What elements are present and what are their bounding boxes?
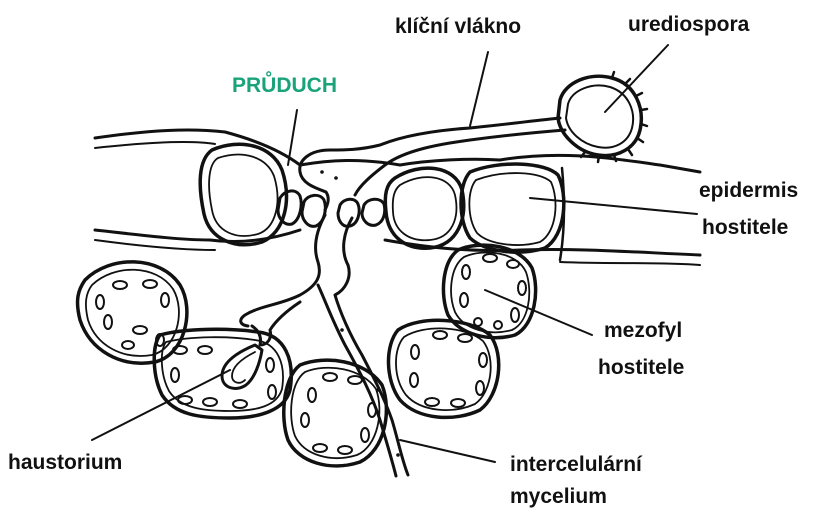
epidermal-cell-right-1 <box>385 168 463 248</box>
label-epidermis-line2: hostitele <box>702 215 788 241</box>
label-germ-tube: klíční vlákno <box>395 14 521 40</box>
epidermis-upper-wall-inner <box>95 142 215 148</box>
chloroplasts <box>96 254 526 454</box>
epidermal-cell-right-1-inner <box>393 177 457 240</box>
epidermis-lower-wall-inner <box>95 240 215 250</box>
label-urediospore: urediospora <box>628 12 749 38</box>
epidermal-cell-left <box>200 144 286 244</box>
epidermis-lower-wall-right-inner <box>560 262 700 265</box>
label-haustorium: haustorium <box>8 450 122 476</box>
leader-lines <box>92 45 697 462</box>
epidermal-cell-right-2 <box>461 164 564 252</box>
urediospore-inner <box>566 86 633 148</box>
label-mesophyll-line1: mezofyl <box>604 318 682 344</box>
epidermal-cell-left-inner <box>209 155 277 236</box>
label-mycelium-line2: mycelium <box>510 484 607 510</box>
guard-cells <box>278 191 385 226</box>
epidermal-cell-right-2-inner <box>469 173 555 245</box>
label-epidermis-line1: epidermis <box>699 178 798 204</box>
infection-hypha-left <box>241 215 325 326</box>
label-mycelium-line1: intercelulární <box>510 452 642 478</box>
label-stomata: PRŮDUCH <box>232 73 337 99</box>
epidermis-upper-wall <box>95 130 700 172</box>
label-mesophyll-line2: hostitele <box>598 355 684 381</box>
